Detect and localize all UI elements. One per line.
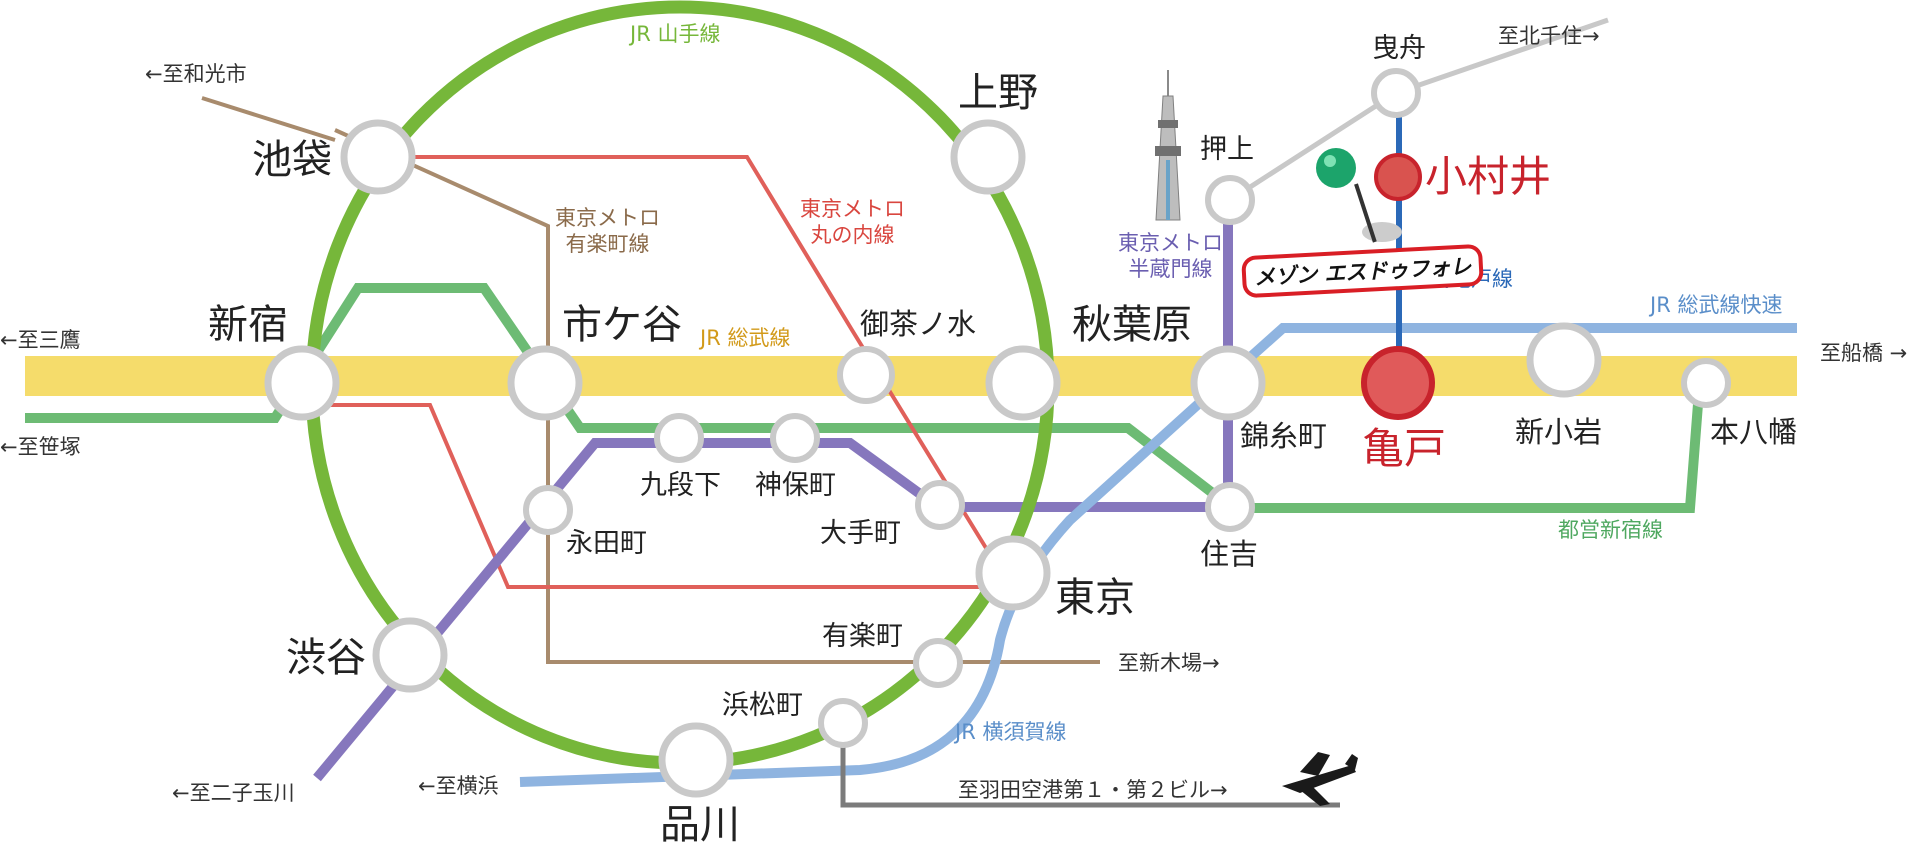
station-name-oshiage: 押上	[1200, 134, 1254, 165]
station-name-ochanomizu: 御茶ノ水	[860, 307, 977, 341]
direction-yokohama: ←至横浜	[418, 774, 499, 798]
station-name-omurai: 小村井	[1425, 152, 1552, 201]
station-name-hikifune: 曳舟	[1372, 33, 1426, 64]
marunouchi-line-west	[302, 403, 1010, 589]
line-name-toei-shinjuku: 都営新宿線	[1558, 518, 1663, 542]
line-name-yokosuka: JR 横須賀線	[955, 720, 1067, 744]
station-jimbocho[interactable]	[770, 413, 820, 463]
station-ueno[interactable]	[950, 119, 1026, 195]
line-name-sobu: JR 総武線	[700, 326, 791, 350]
direction-wakoshi: ←至和光市	[145, 62, 247, 86]
marunouchi-line	[378, 155, 988, 550]
direction-kitasenju: 至北千住→	[1498, 24, 1600, 48]
station-motoyawata[interactable]	[1681, 358, 1731, 408]
station-name-ueno: 上野	[958, 70, 1038, 116]
green-map-pin-icon	[1316, 148, 1402, 243]
tokyo-skytree-icon	[1155, 70, 1181, 221]
station-name-kameido: 亀戸	[1362, 424, 1447, 473]
station-tokyo[interactable]	[975, 535, 1051, 611]
station-akihabara[interactable]	[985, 345, 1061, 421]
station-name-jimbocho: 神保町	[755, 470, 836, 501]
station-shinjuku[interactable]	[264, 345, 340, 421]
station-kudanshita[interactable]	[654, 413, 704, 463]
station-sumiyoshi[interactable]	[1205, 482, 1255, 532]
direction-funabashi: 至船橋 →	[1820, 341, 1908, 365]
airplane-icon	[1282, 752, 1358, 806]
line-name-sobu-rapid: JR 総武線快速	[1650, 293, 1783, 317]
station-name-shibuya: 渋谷	[286, 635, 366, 681]
line-name-yamanote: JR 山手線	[630, 22, 721, 46]
station-ikebukuro[interactable]	[340, 119, 416, 195]
station-otemachi[interactable]	[915, 480, 965, 530]
direction-haneda: 至羽田空港第１・第２ビル→	[958, 778, 1228, 802]
station-ichigaya[interactable]	[507, 345, 583, 421]
station-oshiage[interactable]	[1205, 175, 1255, 225]
station-name-otemachi: 大手町	[820, 518, 901, 549]
haneda-access-line	[840, 723, 1340, 808]
station-hamamatsucho[interactable]	[818, 698, 868, 748]
station-shin-koiwa[interactable]	[1526, 322, 1602, 398]
station-shinagawa[interactable]	[658, 722, 734, 798]
property-name: メゾン エスドゥフォレ	[1245, 247, 1481, 295]
station-name-motoyawata: 本八幡	[1710, 415, 1798, 449]
station-name-nagatacho: 永田町	[566, 528, 647, 559]
station-name-ikebukuro: 池袋	[252, 137, 332, 183]
station-name-shin-koiwa: 新小岩	[1515, 415, 1603, 449]
line-name-marunouchi: 東京メトロ 丸の内線	[800, 197, 905, 248]
station-name-yurakucho: 有楽町	[822, 621, 903, 652]
station-name-kudanshita: 九段下	[640, 470, 721, 501]
yurakucho-line	[334, 128, 1100, 664]
station-name-shinjuku: 新宿	[208, 302, 288, 348]
station-kameido-marker[interactable]	[1361, 346, 1435, 420]
station-ochanomizu[interactable]	[837, 346, 895, 404]
line-name-hanzomon: 東京メトロ 半蔵門線	[1118, 231, 1223, 282]
station-nagatacho[interactable]	[523, 485, 573, 535]
station-yurakucho[interactable]	[913, 638, 963, 688]
station-shibuya[interactable]	[372, 617, 448, 693]
station-name-sumiyoshi: 住吉	[1200, 537, 1259, 571]
station-name-shinagawa: 品川	[660, 802, 740, 848]
station-name-hamamatsucho: 浜松町	[722, 690, 803, 721]
station-name-tokyo: 東京	[1055, 575, 1135, 621]
station-name-kinshicho: 錦糸町	[1240, 419, 1328, 453]
station-omurai-marker[interactable]	[1374, 153, 1422, 201]
direction-sasazuka: ←至笹塚	[0, 435, 81, 459]
station-kinshicho[interactable]	[1190, 345, 1266, 421]
yurakucho-branch	[201, 96, 336, 142]
direction-shinkiba: 至新木場→	[1118, 651, 1220, 675]
station-name-akihabara: 秋葉原	[1072, 302, 1192, 348]
direction-futakotamagawa: ←至二子玉川	[172, 781, 295, 805]
station-hikifune[interactable]	[1371, 68, 1421, 118]
station-name-ichigaya: 市ケ谷	[562, 302, 682, 348]
line-name-yurakucho: 東京メトロ 有楽町線	[555, 206, 660, 257]
station-markers	[264, 68, 1731, 798]
direction-mitaka: ←至三鷹	[0, 328, 81, 352]
